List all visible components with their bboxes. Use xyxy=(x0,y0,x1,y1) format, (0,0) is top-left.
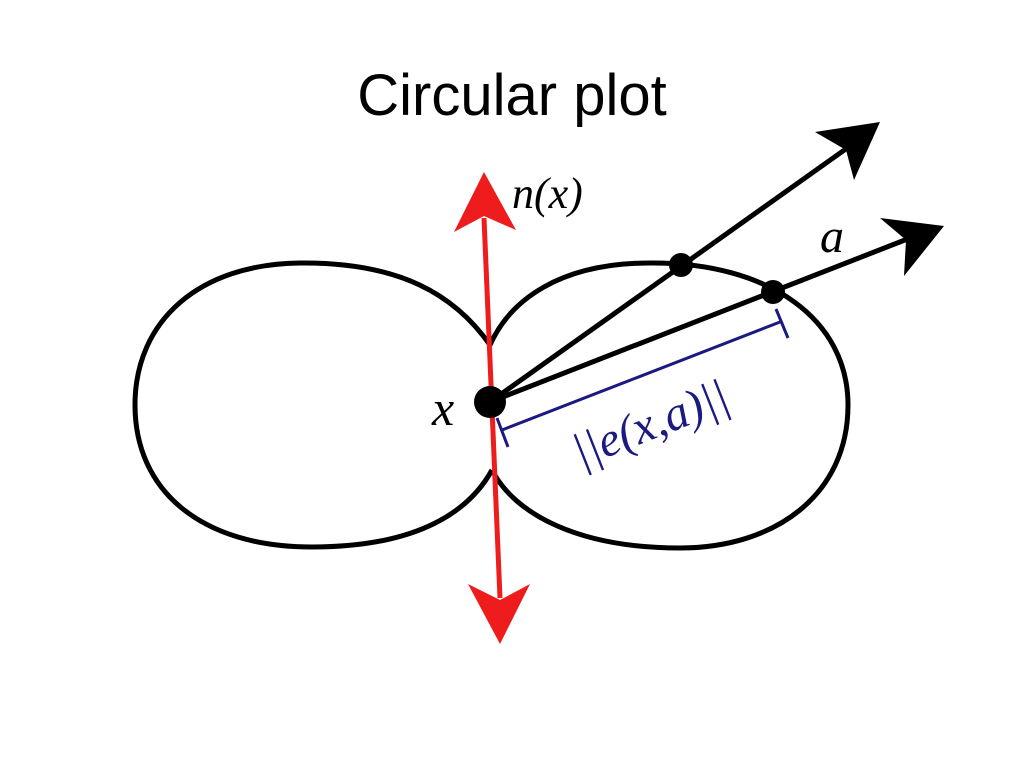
normal-label: n(x) xyxy=(512,169,583,218)
ray-upper-arrowhead xyxy=(815,122,880,180)
page-title: Circular plot xyxy=(357,63,667,128)
direction-label: a xyxy=(820,210,844,263)
intersection-dot-upper xyxy=(669,253,693,277)
origin-point-x xyxy=(474,386,506,418)
point-label: x xyxy=(431,380,454,436)
distance-bracket xyxy=(495,308,790,448)
normal-arrowhead-up xyxy=(454,172,516,232)
ray-direction xyxy=(489,235,911,405)
ray-upper xyxy=(488,143,852,405)
right-lobe xyxy=(487,260,851,551)
distance-label: ||e(x,a)|| xyxy=(565,369,736,478)
intersection-dot-direction xyxy=(761,280,785,304)
normal-arrowhead-down xyxy=(468,584,530,644)
left-lobe xyxy=(132,260,495,550)
ray-direction-arrowhead xyxy=(880,218,944,276)
